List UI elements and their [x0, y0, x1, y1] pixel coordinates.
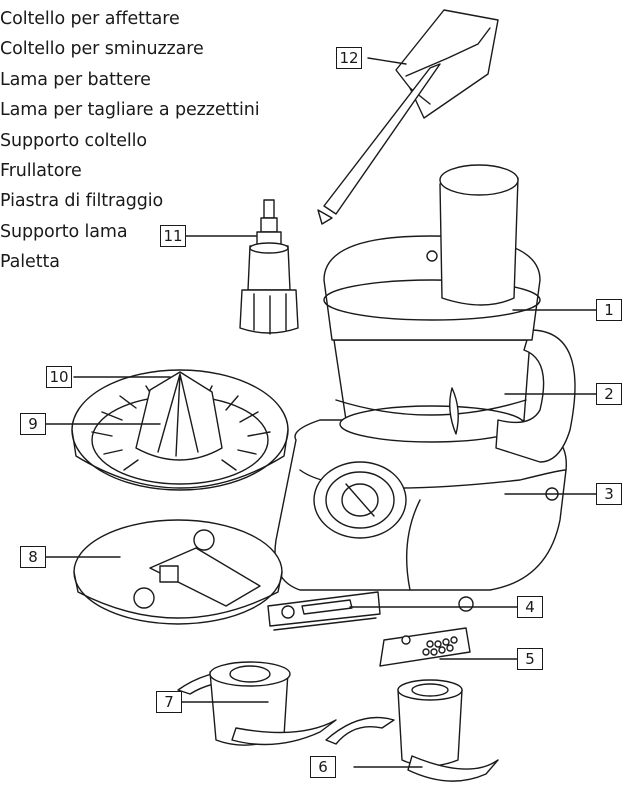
blade-holder-drawing — [239, 199, 299, 335]
parts-list-item: Supporto lama — [0, 221, 128, 242]
parts-list-item: Supporto coltello — [0, 130, 147, 151]
parts-list-item: Paletta — [0, 252, 60, 273]
slicing-blade-drawing — [267, 591, 381, 631]
parts-list-item: Coltello per affettare — [0, 9, 180, 29]
parts-list-item: Coltello per sminuzzare — [0, 39, 204, 60]
parts-list-item: Frullatore — [0, 161, 82, 182]
juicer-drawing — [71, 369, 289, 491]
callout-8: 8 — [20, 546, 46, 568]
callout-9: 9 — [20, 413, 46, 435]
callout-5: 5 — [517, 648, 543, 670]
chopping-knife-drawing — [177, 661, 337, 746]
spatula-drawing — [317, 9, 499, 225]
leader-lines — [45, 57, 597, 768]
callout-12: 12 — [336, 47, 362, 69]
chopping-plate-drawing — [379, 627, 471, 667]
callout-7: 7 — [156, 691, 182, 713]
callout-11: 11 — [160, 225, 186, 247]
food-processor-drawing — [274, 164, 576, 612]
parts-list-item: Piastra di filtraggio — [0, 191, 164, 212]
blade-support-drawing — [73, 519, 283, 625]
callout-4: 4 — [517, 596, 543, 618]
callout-1: 1 — [596, 299, 622, 321]
callout-2: 2 — [596, 383, 622, 405]
callout-3: 3 — [596, 483, 622, 505]
mixing-blade-drawing — [325, 679, 499, 782]
parts-list-item: Lama per tagliare a pezzettini — [0, 100, 260, 121]
callout-10: 10 — [46, 366, 72, 388]
parts-list-item: Lama per battere — [0, 69, 151, 90]
parts-list: Coltello per affettare Coltello per smin… — [0, 4, 260, 278]
callout-6: 6 — [310, 756, 336, 778]
